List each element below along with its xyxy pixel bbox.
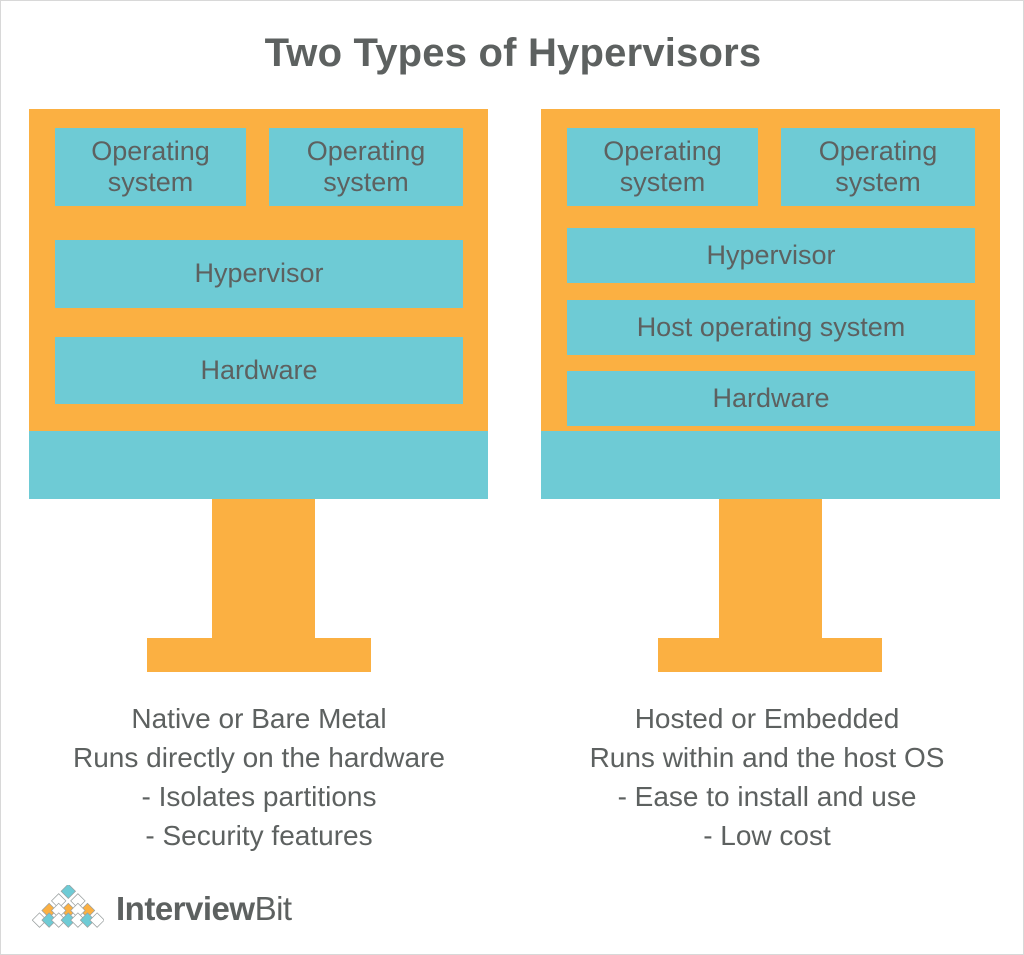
type-2-panel: Operating system Operating system Hyperv… [541, 109, 1000, 431]
interviewbit-diamonds-icon [32, 885, 104, 928]
type-1-hardware-box: Hardware [55, 337, 463, 404]
type-1-pedestal-stem [212, 499, 315, 638]
type-2-base-bar [541, 431, 1000, 499]
type-2-caption-line-3: - Ease to install and use [617, 781, 917, 812]
type-1-caption-line-3: - Isolates partitions [141, 781, 377, 812]
type-2-caption-line-4: - Low cost [703, 820, 831, 851]
type-1-hypervisor-box: Hypervisor [55, 240, 463, 308]
type-1-os-box-1: Operating system [55, 128, 246, 206]
type-1-panel: Operating system Operating system Hyperv… [29, 109, 488, 431]
type-2-hypervisor-box: Hypervisor [567, 228, 975, 283]
type-1-caption: Native or Bare Metal Runs directly on th… [9, 699, 509, 855]
logo-text-bit: Bit [254, 890, 293, 927]
type-2-hardware-box: Hardware [567, 371, 975, 426]
type-2-host-os-box: Host operating system [567, 300, 975, 355]
interviewbit-logo: InterviewBit [32, 885, 292, 933]
type-1-caption-line-4: - Security features [145, 820, 373, 851]
type-1-os-box-2: Operating system [269, 128, 463, 206]
type-1-caption-line-1: Native or Bare Metal [131, 703, 387, 734]
type-2-caption-line-1: Hosted or Embedded [634, 703, 900, 734]
type-2-os-box-2: Operating system [781, 128, 975, 206]
type-1-caption-line-2: Runs directly on the hardware [73, 742, 445, 773]
type-2-caption: Hosted or Embedded Runs within and the h… [517, 699, 1017, 855]
interviewbit-wordmark: InterviewBit [116, 890, 292, 928]
type-1-pedestal-foot [147, 638, 371, 672]
type-2-caption-line-2: Runs within and the host OS [589, 742, 945, 773]
type-2-os-box-1: Operating system [567, 128, 758, 206]
logo-text-interview: Interview [116, 890, 255, 927]
type-2-pedestal-stem [719, 499, 822, 638]
page-title: Two Types of Hypervisors [264, 31, 762, 75]
type-2-pedestal-foot [658, 638, 882, 672]
type-1-base-bar [29, 431, 488, 499]
